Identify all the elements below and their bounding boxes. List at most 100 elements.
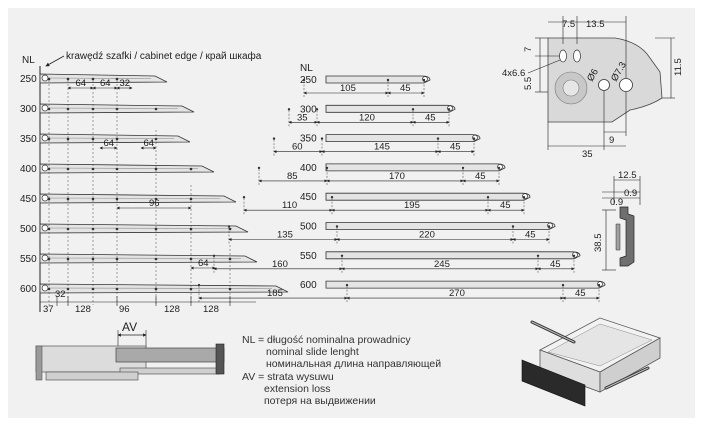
middle-rail-dim: 45	[400, 83, 411, 94]
middle-rail-dim: 110	[282, 200, 297, 211]
middle-rail-nl-label: 500	[300, 222, 317, 233]
slot-hole-b	[573, 49, 581, 63]
middle-rail-dim: 105	[340, 83, 356, 94]
drawer-side	[115, 347, 225, 363]
middle-rail-body	[325, 280, 606, 289]
left-rail-dim: 64	[100, 78, 111, 89]
slot-hole-a	[559, 49, 567, 63]
middle-rail-body	[325, 163, 506, 172]
mount-hole	[47, 197, 51, 201]
middle-rail-nl-label: 550	[300, 251, 317, 262]
middle-rail-dim: 45	[500, 200, 511, 211]
mount-hole	[47, 77, 51, 81]
legend-av-line-2: extension loss	[264, 383, 331, 395]
left-nl-label: NL	[22, 55, 35, 66]
extension-loss-illustration: AV	[35, 320, 225, 381]
av-label: AV	[122, 320, 137, 334]
profile-dim-38-5: 38.5	[593, 234, 604, 253]
dim-35: 35	[582, 149, 593, 160]
rail-profile-section: 12.5 0.9 0.9 38.5	[593, 170, 641, 271]
rail-front-roller	[41, 284, 49, 292]
legend-av-line-1: AV = strata wysuwu	[242, 371, 334, 383]
bottom-dim-37: 37	[43, 304, 54, 315]
mount-hole	[154, 167, 158, 171]
legend-nl-line-2: nominal slide lenght	[266, 346, 359, 358]
middle-rail-dim: 170	[389, 171, 405, 182]
middle-rail-dim: 45	[425, 112, 436, 123]
rail-front-roller	[41, 164, 49, 172]
left-rail-dim: 96	[149, 198, 160, 209]
left-rail-350: 350 64 64	[20, 133, 191, 150]
middle-rail-body	[325, 104, 456, 113]
left-rail-nl-label: 350	[20, 134, 37, 145]
legend-nl-line-3: номинальная длина направляющей	[266, 358, 441, 370]
mount-hole	[66, 77, 70, 81]
mount-hole	[47, 137, 51, 141]
middle-rail-nl-label: 350	[300, 134, 317, 145]
middle-rail-dim: 45	[475, 171, 486, 182]
middle-rail-dim: 120	[359, 112, 375, 123]
middle-rail-nl-label: 600	[300, 280, 317, 291]
middle-rail-dim: 195	[404, 200, 420, 211]
dim-7: 7	[523, 47, 534, 52]
profile-dim-0-9-a: 0.9	[624, 188, 637, 199]
left-rail-300: 300	[20, 103, 195, 115]
middle-rail-dim: 45	[450, 142, 461, 153]
middle-rail-body	[325, 222, 556, 230]
left-rail-dim: 64	[198, 258, 209, 269]
middle-rail-dim: 85	[287, 171, 298, 182]
mount-hole	[91, 77, 95, 81]
middle-rail-dim: 160	[272, 259, 288, 270]
left-rail-dim: 32	[120, 78, 131, 89]
legend-av-line-3: потеря на выдвижении	[264, 395, 376, 407]
profile-dim-12-5: 12.5	[618, 170, 637, 181]
left-rail-nl-label: 450	[20, 194, 37, 205]
hole-size-label: 4x6.6	[502, 68, 525, 79]
mount-hole	[91, 257, 95, 261]
bottom-dim-96: 96	[119, 304, 130, 315]
dim-7-5: 7.5	[562, 19, 575, 30]
drawer-box-illustration	[521, 317, 661, 407]
left-rail-nl-label: 400	[20, 164, 37, 175]
rail-front-roller	[41, 74, 49, 82]
middle-rail-body	[325, 251, 581, 260]
middle-rail-body	[325, 192, 531, 201]
mount-hole	[66, 137, 70, 141]
left-rail-dim: 64	[76, 78, 87, 89]
left-rail-dim: 64	[144, 138, 155, 149]
cabinet-edge-caption: krawędź szafki / cabinet edge / край шка…	[66, 50, 262, 62]
legend-nl-line-1: NL = długość nominalna prowadnicy	[242, 334, 411, 346]
round-hole-a	[598, 79, 610, 91]
dim-13-5: 13.5	[586, 19, 605, 30]
rail-front-roller	[41, 104, 49, 112]
middle-nl-label: NL	[300, 63, 313, 74]
left-rail-450: 450 96	[20, 193, 237, 210]
round-hole-b	[619, 78, 633, 92]
left-bottom-dimension-chain: 37 32 128 96 128 128	[39, 289, 256, 315]
left-rail-250: 250 64 64 32	[20, 73, 168, 90]
left-rail-nl-label: 500	[20, 224, 37, 235]
left-rail-dim: 64	[104, 138, 115, 149]
left-rail-rows: 250 64 64 32 300 350 64 64 400 450 96 500 550 64 600	[20, 73, 289, 295]
mount-hole	[154, 227, 158, 231]
left-rail-600: 600	[20, 283, 289, 295]
mount-hole	[66, 257, 70, 261]
left-rail-nl-label: 250	[20, 74, 37, 85]
dim-5-5: 5.5	[523, 77, 534, 90]
left-rail-nl-label: 550	[20, 254, 37, 265]
middle-rail-dim: 220	[419, 230, 435, 241]
dia-6-label: Ø6	[585, 67, 601, 83]
mount-hole	[91, 137, 95, 141]
bottom-dim-128-b: 128	[164, 304, 180, 315]
left-rails-diagram: NL krawędź szafki / cabinet edge / край …	[20, 50, 289, 315]
